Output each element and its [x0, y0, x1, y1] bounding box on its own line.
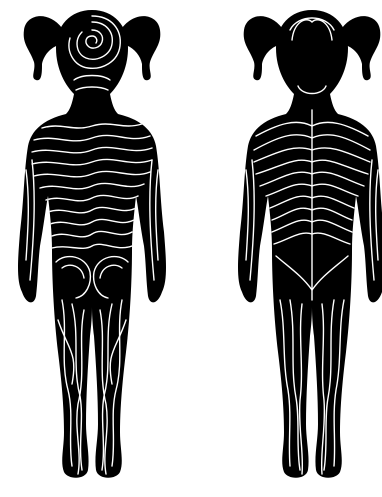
- back-view-figure: [12, 0, 172, 497]
- front-view-figure: [232, 0, 382, 497]
- front-view-silhouette: [232, 0, 382, 497]
- back-view-silhouette: [12, 0, 172, 497]
